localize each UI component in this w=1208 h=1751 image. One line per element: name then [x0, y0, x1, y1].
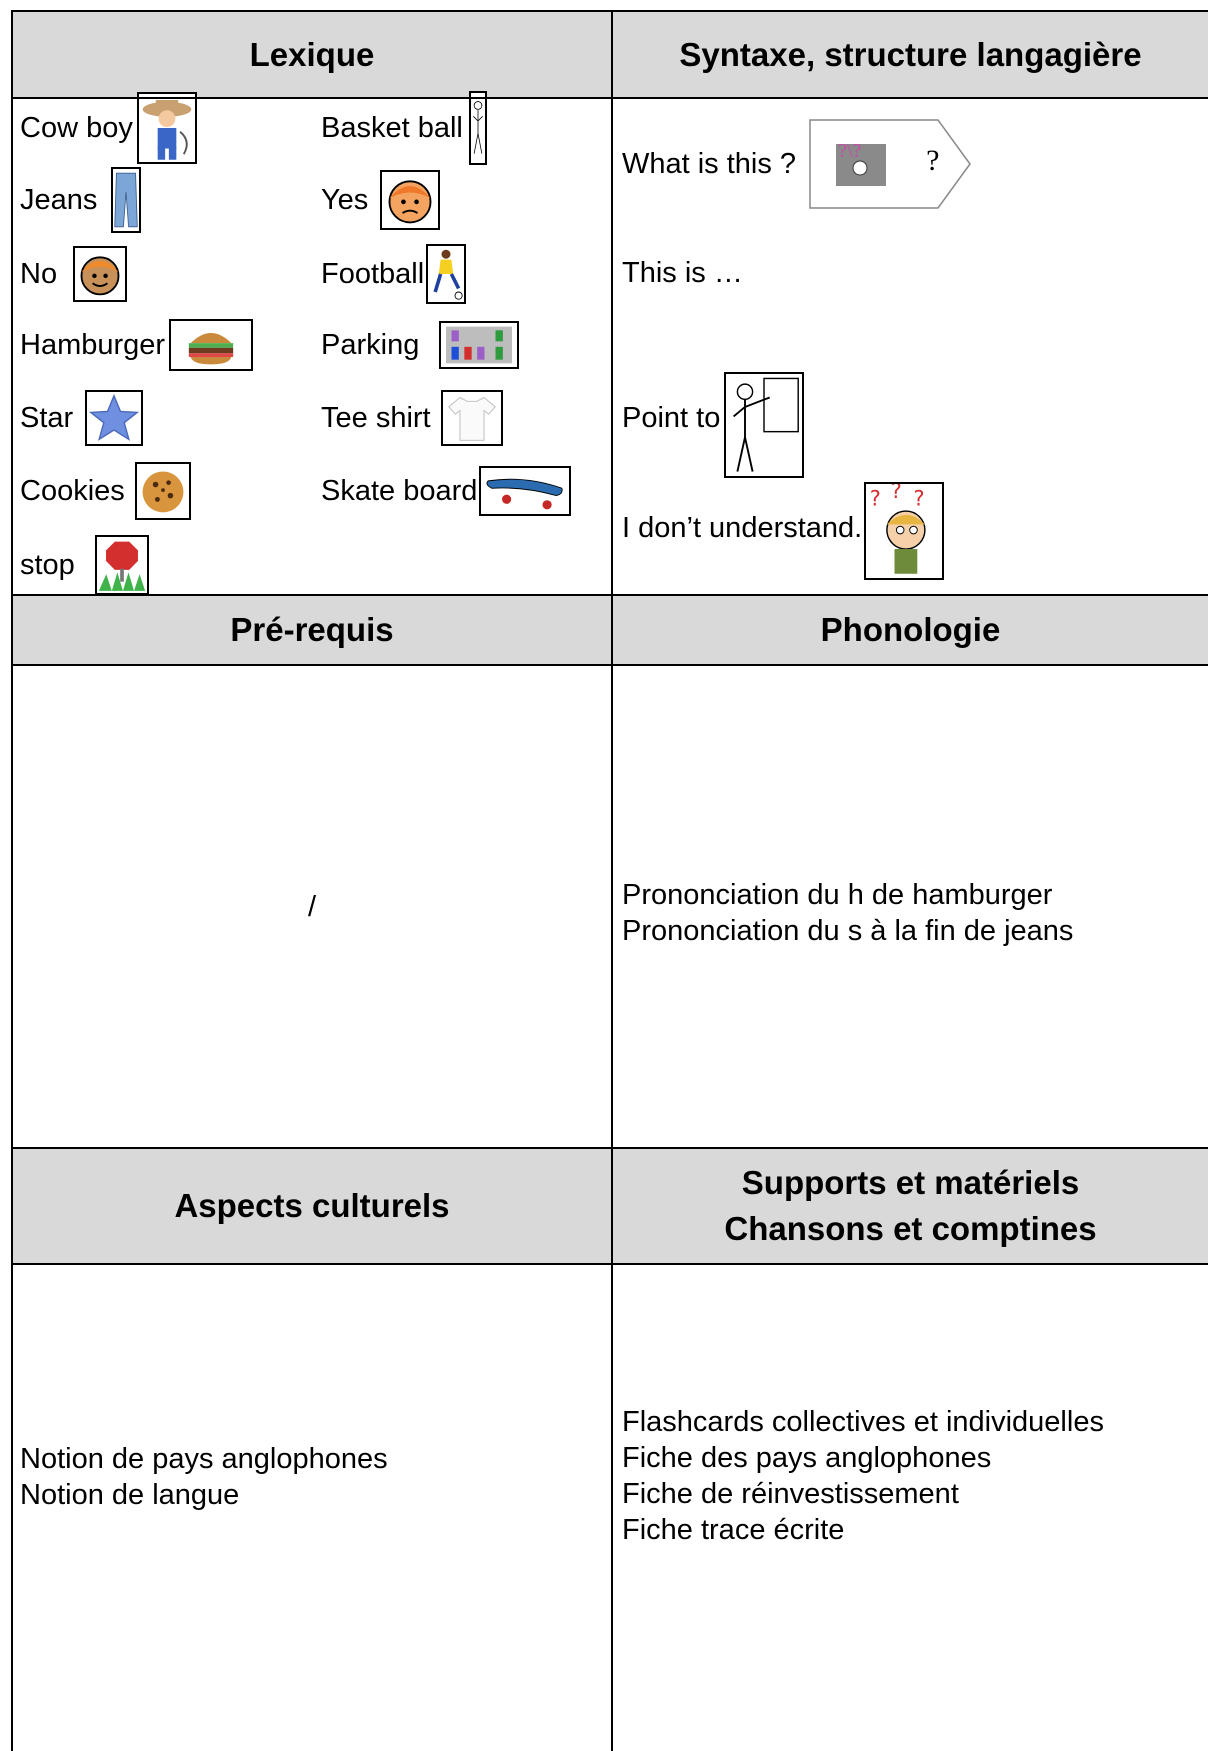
supports-line: Flashcards collectives et individuelles	[622, 1406, 1104, 1438]
header-lexique: Lexique	[13, 12, 611, 98]
stop-sign-icon	[94, 535, 149, 595]
supports-content: Flashcards collectives et individuelles …	[622, 1404, 1104, 1548]
header-supports: Supports et matériels Chansons et compti…	[613, 1149, 1208, 1263]
no-face-icon	[73, 246, 128, 302]
lexique-item-no: No	[20, 242, 128, 306]
phonologie-content: Prononciation du h de hamburger Prononci…	[622, 877, 1073, 949]
lexique-label: Cow boy	[20, 111, 133, 144]
confused-boy-icon: ???	[864, 482, 945, 580]
table-border	[611, 10, 613, 1751]
syntaxe-what-is-this: What is this ? ?\? ?	[622, 119, 972, 209]
header-aspects: Aspects culturels	[13, 1149, 611, 1263]
lexique-label: Skate board	[321, 474, 478, 507]
hamburger-icon	[169, 319, 254, 371]
phonologie-line: Prononciation du s à la fin de jeans	[622, 915, 1074, 947]
cowboy-icon	[136, 92, 197, 164]
prerequis-text: /	[307, 890, 317, 923]
lexique-label: Basket ball	[321, 111, 463, 144]
lexique-item-hamburger: Hamburger	[20, 313, 254, 377]
yes-face-icon	[380, 170, 441, 230]
header-syntaxe: Syntaxe, structure langagière	[613, 12, 1208, 98]
prerequis-content: /	[13, 665, 611, 1148]
supports-line: Fiche des pays anglophones	[622, 1442, 992, 1474]
lexique-item-star: Star	[20, 386, 144, 450]
question-tag-icon: ?\? ?	[808, 118, 972, 210]
lexique-label: stop	[20, 548, 75, 581]
syntaxe-this-is: This is …	[622, 257, 743, 289]
lexique-label: Cookies	[20, 474, 125, 507]
header-supports-line1: Supports et matériels	[741, 1164, 1080, 1201]
table-border	[11, 1263, 1208, 1265]
svg-text:?: ?	[891, 484, 902, 503]
lexique-label: Hamburger	[20, 328, 166, 361]
aspects-line: Notion de langue	[20, 1479, 240, 1511]
jeans-icon	[111, 167, 142, 233]
svg-text:?: ?	[914, 486, 925, 510]
lexique-item-parking: Parking	[321, 313, 520, 377]
pointing-teacher-icon	[724, 372, 805, 478]
table-border	[11, 10, 1208, 12]
lexique-label: Parking	[321, 328, 420, 361]
aspects-content: Notion de pays anglophones Notion de lan…	[20, 1441, 388, 1513]
lexique-item-jeans: Jeans	[20, 167, 142, 233]
lexique-label: Football	[321, 257, 425, 290]
tee-shirt-icon	[440, 390, 503, 446]
basketball-player-icon	[468, 91, 487, 165]
lexique-label: Star	[20, 401, 74, 434]
lexique-item-teeshirt: Tee shirt	[321, 386, 503, 450]
supports-line: Fiche de réinvestissement	[622, 1478, 959, 1510]
syntaxe-dont-understand: I don’t understand. ???	[622, 482, 945, 580]
football-player-icon	[426, 244, 467, 304]
header-phonologie: Phonologie	[613, 596, 1208, 664]
table-border	[11, 10, 13, 1751]
lexique-label: Jeans	[20, 183, 98, 216]
syntaxe-point-to: Point to	[622, 372, 805, 478]
svg-text:?: ?	[870, 486, 881, 510]
table-border	[11, 594, 1208, 596]
lexique-item-cookies: Cookies	[20, 459, 191, 523]
table-border	[11, 97, 1208, 99]
supports-line: Fiche trace écrite	[622, 1514, 845, 1546]
skateboard-icon	[479, 466, 572, 516]
lexique-item-basketball: Basket ball	[321, 91, 487, 165]
syntaxe-point-label: Point to	[622, 401, 721, 434]
header-prerequis: Pré-requis	[13, 596, 611, 664]
question-tag-glyphs: ?\?	[838, 140, 862, 162]
table-border	[11, 664, 1208, 666]
lexique-item-stop: stop	[20, 533, 149, 597]
table-border	[11, 1147, 1208, 1149]
syntaxe-dont-understand-label: I don’t understand.	[622, 511, 863, 544]
parking-icon	[439, 321, 520, 369]
lexique-label: Yes	[321, 183, 369, 216]
aspects-line: Notion de pays anglophones	[20, 1443, 388, 1475]
lexique-label: Tee shirt	[321, 401, 431, 434]
phonologie-line: Prononciation du h de hamburger	[622, 879, 1053, 911]
lexique-item-cowboy: Cow boy	[20, 92, 197, 164]
lexique-item-football: Football	[321, 242, 467, 306]
lexique-item-yes: Yes	[321, 168, 441, 232]
question-tag-mark: ?	[926, 144, 940, 177]
lexique-label: No	[20, 257, 58, 290]
syntaxe-what-label: What is this ?	[622, 147, 797, 180]
star-icon	[85, 390, 144, 446]
lexique-item-skateboard: Skate board	[321, 459, 572, 523]
cookie-icon	[134, 462, 191, 520]
header-supports-line2: Chansons et comptines	[724, 1210, 1097, 1247]
